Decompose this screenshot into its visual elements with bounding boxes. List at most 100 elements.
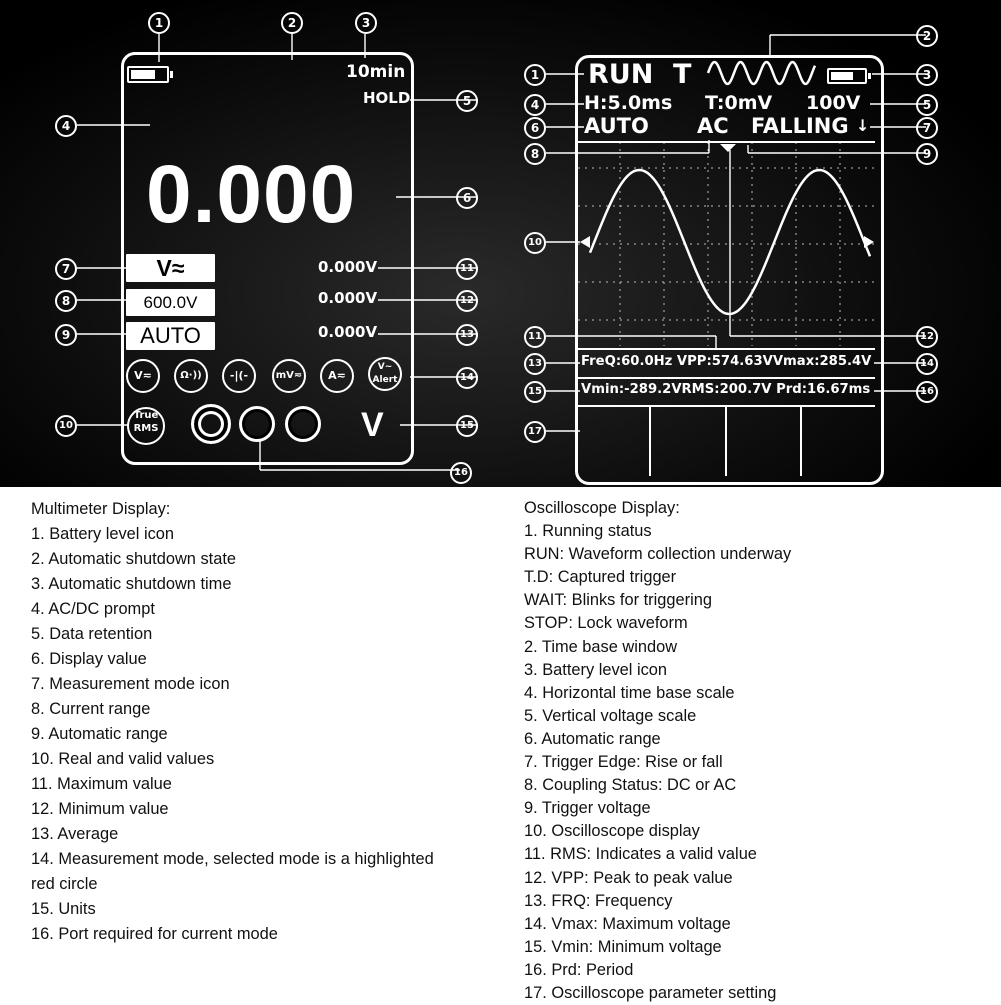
osc-callout-1: 1: [524, 64, 546, 86]
v-scale: 100V: [806, 92, 861, 114]
oscilloscope-legend-title: Oscilloscope Display:: [524, 499, 680, 517]
mm-callout-3: 3: [355, 12, 377, 34]
input-port-3: [285, 406, 321, 442]
oscilloscope-legend-item: 11. RMS: Indicates a valid value: [524, 845, 757, 864]
mm-callout-12: 12: [456, 290, 478, 312]
input-port-1: [191, 404, 231, 444]
measure-divider-top: [578, 348, 875, 350]
oscilloscope-legend-item: 5. Vertical voltage scale: [524, 706, 697, 725]
oscilloscope-legend-item: 7. Trigger Edge: Rise or fall: [524, 753, 723, 772]
oscilloscope-legend-item: 15. Vmin: Minimum voltage: [524, 937, 722, 956]
osc-callout-7: 7: [916, 117, 938, 139]
mm-callout-16: 16: [450, 462, 472, 484]
oscilloscope-legend-item: 13. FRQ: Frequency: [524, 891, 673, 910]
mm-callout-7: 7: [55, 258, 77, 280]
oscilloscope-legend-item: 4. Horizontal time base scale: [524, 683, 735, 702]
multimeter-legend-item: 5. Data retention: [31, 625, 153, 643]
multimeter-legend-item: 16. Port required for current mode: [31, 925, 278, 943]
mode-icon-box: V≈: [126, 254, 215, 282]
osc-callout-11: 11: [524, 326, 546, 348]
run-status: RUN: [588, 59, 654, 90]
multimeter-legend-item: 14. Measurement mode, selected mode is a…: [31, 850, 434, 868]
multimeter-legend-item: 3. Automatic shutdown time: [31, 575, 232, 593]
auto-range-box: AUTO: [126, 322, 215, 350]
time-base-wave-icon: [706, 60, 817, 86]
osc-callout-5: 5: [916, 94, 938, 116]
osc-callout-4: 4: [524, 94, 546, 116]
min-value: 0.000V: [318, 289, 378, 307]
mm-callout-10: 10: [55, 415, 77, 437]
right-trigger-arrow: [864, 236, 874, 248]
oscilloscope-legend-item: T.D: Captured trigger: [524, 568, 677, 587]
oscilloscope-legend-item: 3. Battery level icon: [524, 660, 668, 679]
battery-icon: [127, 66, 173, 83]
osc-callout-17: 17: [524, 421, 546, 443]
oscilloscope-legend-item: 16. Prd: Period: [524, 960, 634, 979]
mm-callout-2: 2: [281, 12, 303, 34]
input-port-2: [239, 406, 275, 442]
mm-callout-9: 9: [55, 324, 77, 346]
osc-callout-9: 9: [916, 143, 938, 165]
trigger-mark: T: [673, 59, 692, 90]
osc-callout-6: 6: [524, 117, 546, 139]
unit-label: V: [361, 406, 384, 444]
oscilloscope-legend-item: WAIT: Blinks for triggering: [524, 591, 712, 610]
oscilloscope-static-marks: [580, 60, 874, 476]
oscilloscope-legend-item: STOP: Lock waveform: [524, 614, 688, 633]
mm-callout-6: 6: [456, 187, 478, 209]
true-rms-icon: True RMS: [127, 407, 165, 445]
measure-divider-mid: [578, 377, 875, 379]
multimeter-legend-item: 11. Maximum value: [31, 775, 172, 793]
oscilloscope-legend-item: 2. Time base window: [524, 637, 678, 656]
osc-battery-icon: [827, 68, 871, 84]
trigger-edge: FALLING: [751, 114, 849, 138]
shutdown-time: 10min: [346, 62, 406, 82]
mm-callout-13: 13: [456, 324, 478, 346]
oscilloscope-legend-item: 1. Running status: [524, 522, 652, 541]
osc-callout-15: 15: [524, 381, 546, 403]
oscilloscope-legend-item: 8. Coupling Status: DC or AC: [524, 776, 737, 795]
multimeter-legend-item: 8. Current range: [31, 700, 151, 718]
oscilloscope-grid: [578, 141, 875, 346]
leader-lines: [77, 34, 926, 471]
osc-callout-12: 12: [916, 326, 938, 348]
mode-current-icon: A≂: [320, 359, 354, 393]
oscilloscope-legend-item: 12. VPP: Peak to peak value: [524, 868, 733, 887]
multimeter-legend-item: 7. Measurement mode icon: [31, 675, 230, 693]
mode-resistance-icon: Ω·)): [174, 359, 208, 393]
multimeter-legend-item: 6. Display value: [31, 650, 147, 668]
trigger-level: T:0mV: [705, 92, 773, 114]
osc-callout-2: 2: [916, 25, 938, 47]
oscilloscope-legend-item: 9. Trigger voltage: [524, 799, 651, 818]
mm-callout-5: 5: [456, 90, 478, 112]
multimeter-legend-item: red circle: [31, 875, 98, 893]
avg-value: 0.000V: [318, 323, 378, 341]
coupling-status: AC: [697, 114, 729, 138]
mm-callout-11: 11: [456, 258, 478, 280]
left-trigger-arrow: [580, 236, 590, 248]
oscilloscope-legend-item: RUN: Waveform collection underway: [524, 545, 792, 564]
diagram-overlay: [77, 34, 926, 476]
multimeter-legend-item: 2. Automatic shutdown state: [31, 550, 237, 568]
multimeter-legend-item: 1. Battery level icon: [31, 525, 175, 543]
mm-callout-15: 15: [456, 415, 478, 437]
mode-alert-icon: V~ Alert: [368, 357, 402, 391]
osc-callout-13: 13: [524, 353, 546, 375]
osc-callout-14: 14: [916, 353, 938, 375]
device-screens-panel: 10min HOLD 0.000 V≈ 600.0V AUTO 0.000V 0…: [0, 0, 1001, 487]
osc-callout-3: 3: [916, 64, 938, 86]
measure-line-2: Vmin:-289.2VRMS:200.7V Prd:16.67ms: [581, 382, 871, 397]
oscilloscope-legend-item: 17. Oscilloscope parameter setting: [524, 983, 777, 1002]
multimeter-legend-item: 15. Units: [31, 900, 96, 918]
oscilloscope-legend-item: 6. Automatic range: [524, 729, 661, 748]
mm-callout-8: 8: [55, 290, 77, 312]
multimeter-legend-item: 10. Real and valid values: [31, 750, 215, 768]
osc-callout-8: 8: [524, 143, 546, 165]
oscilloscope-legend-item: 10. Oscilloscope display: [524, 822, 700, 841]
hold-indicator: HOLD: [363, 89, 411, 107]
display-value: 0.000: [146, 149, 357, 240]
osc-callout-16: 16: [916, 381, 938, 403]
multimeter-legend: Multimeter Display: 1. Battery level ico…: [31, 497, 434, 947]
